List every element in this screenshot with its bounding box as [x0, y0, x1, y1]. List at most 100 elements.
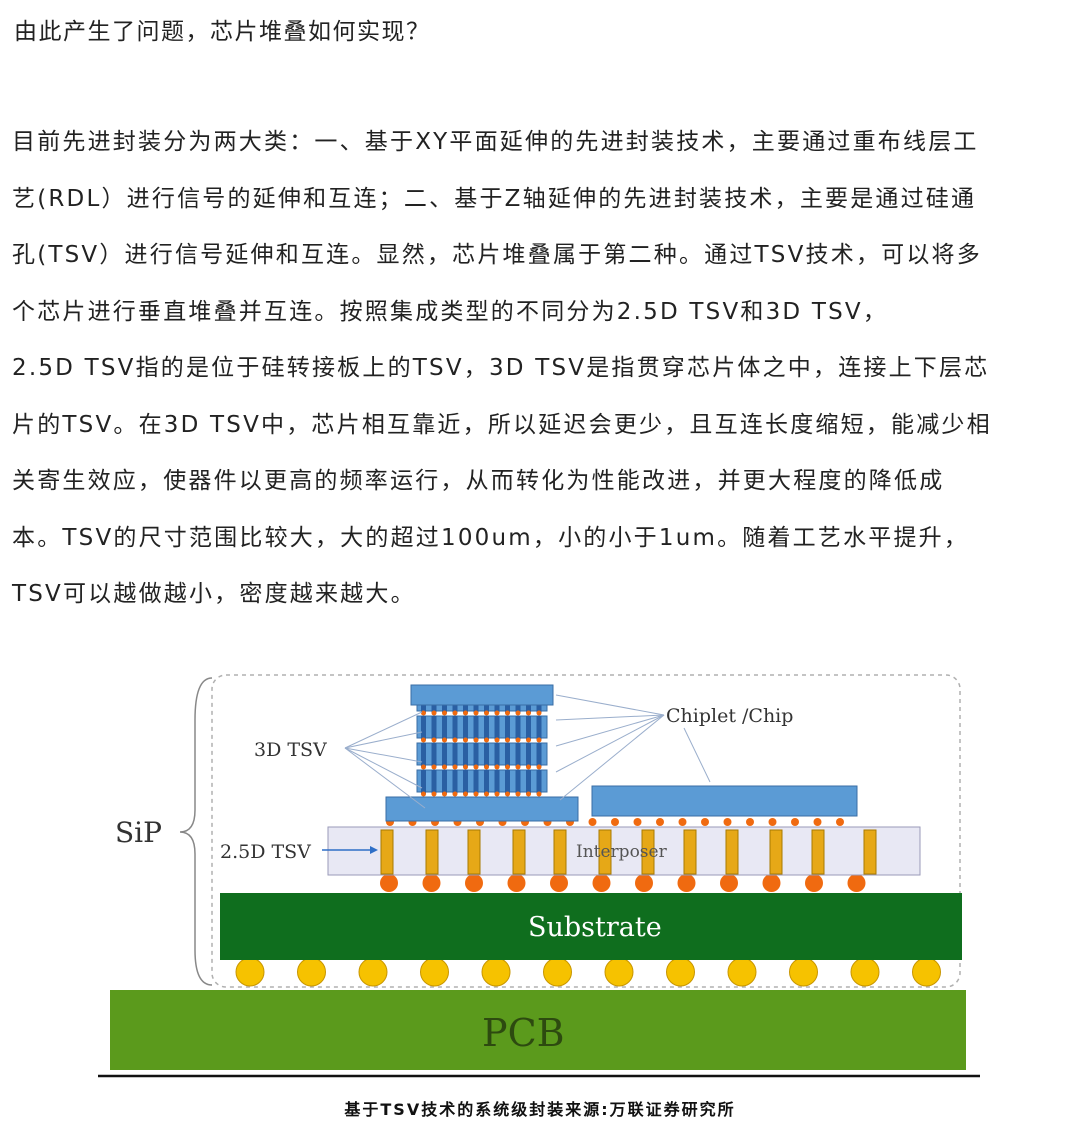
micro-bump	[701, 818, 709, 826]
tsv-25d	[683, 829, 697, 875]
die-bump	[473, 737, 479, 743]
solder-ball	[666, 957, 695, 987]
paragraph-line: 艺(RDL）进行信号的延伸和互连；二、基于Z轴延伸的先进封装技术，主要是通过硅通	[12, 185, 977, 212]
tsv-3d	[536, 770, 542, 794]
micro-bump	[678, 818, 687, 826]
tsv-25d	[598, 829, 612, 875]
tsv-3d	[473, 716, 479, 740]
tsv-3d	[473, 743, 479, 767]
leader-3d-tsv	[344, 747, 426, 809]
tsv-25d	[863, 829, 877, 875]
die-bump	[494, 764, 500, 770]
die-bump	[515, 710, 521, 716]
tsv-3d	[431, 716, 437, 740]
die-bump	[494, 791, 500, 797]
tsv-3d	[536, 743, 542, 767]
tsv-25d	[425, 829, 439, 875]
die-bump	[463, 791, 468, 797]
die-bump	[463, 710, 468, 716]
tsv-3d	[526, 743, 531, 767]
paragraph-line: 本。TSV的尺寸范围比较大，大的超过100um，小的小于1um。随着工艺水平提升…	[12, 524, 970, 551]
tsv-25d-group	[380, 829, 877, 875]
solder-ball	[850, 957, 880, 987]
chiplet-right	[591, 785, 858, 817]
die-bump	[505, 764, 510, 770]
die-bump	[515, 764, 521, 770]
die-bump	[505, 710, 510, 716]
body-paragraph: 目前先进封装分为两大类：一、基于XY平面延伸的先进封装技术，主要通过重布线层工 …	[12, 114, 1068, 623]
die-bump	[526, 710, 531, 716]
interposer-bump	[465, 874, 483, 892]
leader-3d-tsv	[344, 711, 423, 749]
die-bump	[473, 791, 479, 797]
paragraph-line: 关寄生效应，使器件以更高的频率运行，从而转化为性能改进，并更大程度的降低成	[12, 468, 945, 494]
die-bump	[526, 764, 531, 770]
interposer-bump	[847, 874, 866, 892]
die-bump	[536, 764, 542, 770]
paragraph-line: 孔(TSV）进行信号延伸和互连。显然，芯片堆叠属于第二种。通过TSV技术，可以将…	[12, 242, 982, 268]
die-bump	[442, 764, 447, 770]
sip-boundary	[211, 674, 961, 988]
die-bump	[421, 737, 426, 743]
die-bump	[421, 710, 426, 716]
tsv-3d	[463, 743, 468, 767]
micro-bump	[768, 818, 777, 826]
tsv-3d	[536, 716, 542, 740]
diagram-svg: SiP PCB Substrate Interposer 3D TSV 2.5D…	[98, 674, 980, 1078]
solder-ball	[358, 957, 388, 987]
leader-lines-group	[344, 694, 711, 809]
die-bump	[442, 791, 447, 797]
substrate-label: Substrate	[528, 912, 662, 943]
paragraph-line: 目前先进封装分为两大类：一、基于XY平面延伸的先进封装技术，主要通过重布线层工	[12, 129, 979, 155]
die-bump	[452, 737, 458, 743]
solder-ball	[727, 957, 757, 987]
die-bump	[484, 737, 489, 743]
tsv-3d	[442, 743, 447, 767]
tsv-3d	[463, 716, 468, 740]
sip-brace	[179, 677, 213, 986]
interposer-bump	[592, 874, 611, 892]
tsv-3d	[526, 716, 531, 740]
die-bump	[536, 737, 542, 743]
die-bump	[505, 791, 510, 797]
leader-3d-tsv	[344, 731, 423, 749]
micro-bump	[633, 818, 642, 826]
die-bump	[536, 791, 542, 797]
tsv-25d	[811, 829, 825, 875]
leader-chiplet	[559, 714, 665, 801]
leader-chiplet	[683, 727, 711, 783]
die-bump	[515, 737, 521, 743]
paragraph-line: 片的TSV。在3D TSV中，芯片相互靠近，所以延迟会更少，且互连长度缩短，能减…	[12, 411, 992, 438]
interposer-label: Interposer	[576, 842, 668, 862]
die-bump	[515, 791, 521, 797]
die-bump	[452, 764, 458, 770]
interposer-bump	[635, 874, 653, 892]
tsv-3d	[505, 716, 510, 740]
die-bump	[484, 710, 489, 716]
pcb-label: PCB	[482, 1011, 565, 1055]
micro-bump	[791, 818, 799, 826]
micro-bump	[611, 818, 619, 826]
tsv-3d	[452, 743, 458, 767]
interposer-bump	[677, 874, 696, 892]
die-bump	[526, 791, 531, 797]
tsv-3d	[431, 770, 437, 794]
die-bump	[421, 764, 426, 770]
tsv-3d	[515, 716, 521, 740]
leader-chiplet	[555, 714, 665, 773]
tsv-3d	[494, 716, 500, 740]
tsv-3d	[452, 770, 458, 794]
leader-3d-tsv	[344, 747, 423, 789]
die-bump	[473, 710, 479, 716]
die-bump	[431, 791, 437, 797]
tsv-3d	[484, 770, 489, 794]
paragraph-line: 个芯片进行垂直堆叠并互连。按照集成类型的不同分为2.5D TSV和3D TSV，	[12, 298, 889, 325]
micro-bump	[746, 818, 754, 826]
pcb-board	[110, 990, 966, 1070]
tsv-3d	[484, 716, 489, 740]
die-bump	[431, 710, 437, 716]
tsv-3d	[484, 743, 489, 767]
die-bump	[526, 737, 531, 743]
interposer-bump	[762, 874, 781, 892]
die-bump	[494, 710, 500, 716]
